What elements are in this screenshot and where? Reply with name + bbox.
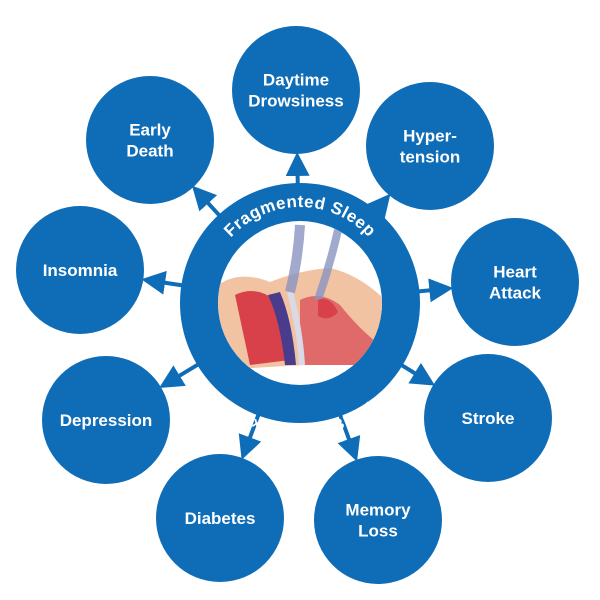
outcome-label: Heart [493, 263, 537, 282]
outcome-circle [42, 356, 170, 484]
outcome-circle [86, 76, 214, 204]
outcome-circle [366, 82, 494, 210]
outcome-circle [424, 354, 552, 482]
arrow-to-stroke [399, 362, 436, 386]
outcome-label: Loss [358, 522, 398, 541]
sleep-apnea-airway-illustration [218, 224, 382, 370]
outcome-insomnia: Insomnia [16, 206, 144, 334]
arrow-to-diabetes [238, 412, 262, 460]
outcome-label: Diabetes [185, 509, 256, 528]
outcome-circle [451, 218, 579, 346]
outcome-depression: Depression [42, 356, 170, 484]
arrow-to-depression [159, 362, 200, 388]
outcome-circle [156, 454, 284, 582]
outcome-label: Depression [60, 411, 153, 430]
outcome-label: Memory [345, 501, 411, 520]
outcome-label: tension [400, 148, 460, 167]
outcome-label: Stroke [462, 409, 515, 428]
arrows [141, 151, 454, 462]
center-hub: Fragmented Sleep Deoxygenated Blood [180, 183, 420, 440]
outcome-label: Attack [489, 284, 542, 303]
outcome-circle [314, 456, 442, 584]
outcome-label: Insomnia [43, 261, 118, 280]
outcome-circle [16, 206, 144, 334]
arrow-to-heart-attack [417, 278, 454, 303]
arrow-to-early-death [191, 185, 222, 218]
outcome-label: Death [126, 142, 173, 161]
outcome-label: Daytime [263, 71, 329, 90]
outcome-stroke: Stroke [424, 354, 552, 482]
outcome-label: Early [129, 121, 171, 140]
outcome-label: Drowsiness [248, 92, 343, 111]
outcome-circle [232, 26, 360, 154]
arrow-to-memory-loss [337, 413, 361, 462]
outcome-diabetes: Diabetes [156, 454, 284, 582]
outcome-hypertension: Hyper-tension [366, 82, 494, 210]
outcome-circles: DaytimeDrowsinessHyper-tensionHeartAttac… [16, 26, 579, 584]
outcome-label: Hyper- [403, 127, 457, 146]
arrow-to-insomnia [141, 270, 184, 295]
